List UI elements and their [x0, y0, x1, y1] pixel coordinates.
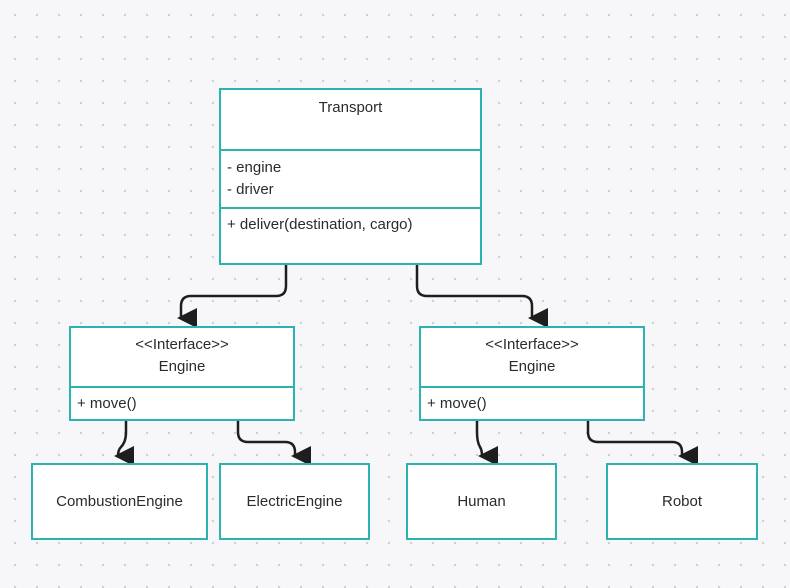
transport-name-section: Transport: [221, 90, 480, 149]
engine-right-name-section: <<Interface>> Engine: [421, 328, 643, 386]
transport-method-deliver: + deliver(destination, cargo): [227, 216, 413, 233]
electric-engine-label: ElectricEngine: [246, 493, 343, 510]
connector-engine-human: [475, 418, 499, 466]
interface-engine-right[interactable]: <<Interface>> Engine + move(): [419, 326, 645, 421]
transport-attribute-engine: - engine: [227, 159, 282, 176]
engine-left-stereotype: <<Interface>>: [135, 336, 229, 353]
combustion-engine-label: CombustionEngine: [56, 493, 183, 510]
engine-left-name-section: <<Interface>> Engine: [71, 328, 293, 386]
transport-class-name: Transport: [318, 99, 383, 116]
class-electric-engine[interactable]: ElectricEngine: [219, 463, 370, 540]
connector-transport-engine-right: [415, 262, 548, 328]
engine-left-name: Engine: [158, 358, 206, 375]
connector-engine-electric: [236, 418, 311, 466]
class-human[interactable]: Human: [406, 463, 557, 540]
robot-label: Robot: [661, 493, 703, 510]
engine-right-name: Engine: [508, 358, 556, 375]
class-transport[interactable]: Transport - engine - driver + deliver(de…: [219, 88, 482, 265]
connector-transport-engine-left: [177, 262, 288, 328]
human-label: Human: [457, 493, 506, 510]
engine-right-methods-section: + move(): [421, 386, 643, 415]
transport-attributes-section: - engine - driver: [221, 149, 480, 207]
engine-right-method-move: + move(): [427, 395, 487, 412]
connector-engine-combustion: [114, 418, 135, 467]
class-robot[interactable]: Robot: [606, 463, 758, 540]
connector-engine-robot: [586, 418, 698, 466]
transport-methods-section: + deliver(destination, cargo): [221, 207, 480, 236]
transport-attribute-driver: - driver: [227, 181, 274, 198]
engine-left-methods-section: + move(): [71, 386, 293, 415]
class-combustion-engine[interactable]: CombustionEngine: [31, 463, 208, 540]
engine-left-method-move: + move(): [77, 395, 137, 412]
interface-engine-left[interactable]: <<Interface>> Engine + move(): [69, 326, 295, 421]
engine-right-stereotype: <<Interface>>: [485, 336, 579, 353]
